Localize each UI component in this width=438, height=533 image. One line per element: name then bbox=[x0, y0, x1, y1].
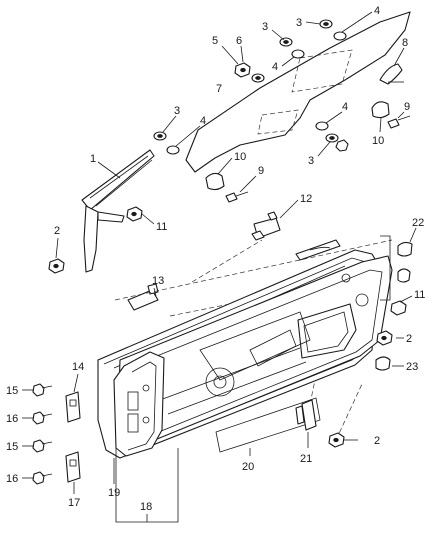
nut-2-right bbox=[376, 330, 404, 346]
callout-4-right: 4 bbox=[342, 101, 348, 113]
callout-14: 14 bbox=[72, 361, 84, 373]
glass-clip-left-upper bbox=[251, 73, 265, 83]
retainer-right bbox=[397, 268, 411, 283]
hinge-17 bbox=[65, 451, 81, 494]
callout-11-regulator: 11 bbox=[156, 221, 167, 233]
glass-clip-4-mid bbox=[281, 49, 305, 67]
callout-20: 20 bbox=[242, 461, 254, 473]
callout-9-left: 9 bbox=[258, 165, 264, 177]
bolt-16-lower bbox=[22, 471, 53, 485]
callout-10-right: 10 bbox=[372, 135, 384, 147]
glass-clip-3-lower-left bbox=[153, 115, 177, 141]
bolt-11-right bbox=[390, 295, 413, 316]
callout-16-lower: 16 bbox=[6, 473, 18, 485]
callout-22: 22 bbox=[412, 217, 424, 229]
bolt-15-lower bbox=[22, 439, 53, 453]
callout-1: 1 bbox=[90, 153, 96, 165]
bracket-12 bbox=[251, 199, 299, 241]
callout-13: 13 bbox=[152, 275, 164, 287]
callout-15-upper: 15 bbox=[6, 385, 18, 397]
bolt-15-upper bbox=[22, 383, 53, 397]
callout-8: 8 bbox=[402, 37, 408, 49]
latch-21 bbox=[295, 399, 317, 448]
grommet-23 bbox=[375, 356, 404, 371]
callout-10-left: 10 bbox=[234, 151, 246, 163]
callout-15-lower: 15 bbox=[6, 441, 18, 453]
callout-7: 7 bbox=[216, 83, 222, 95]
callout-4-mid: 4 bbox=[272, 61, 278, 73]
callout-23: 23 bbox=[406, 361, 418, 373]
regulator-nut-2 bbox=[48, 237, 65, 274]
glass-clip-4-right bbox=[315, 111, 343, 131]
hinge-14 bbox=[65, 373, 81, 423]
callout-17: 17 bbox=[68, 497, 80, 509]
glass-stop-10-right bbox=[371, 101, 390, 133]
callout-11-right: 11 bbox=[414, 289, 425, 301]
callout-2-right: 2 bbox=[406, 333, 412, 345]
callout-3-right: 3 bbox=[308, 155, 314, 167]
callout-21: 21 bbox=[300, 453, 312, 465]
clip-22 bbox=[397, 227, 417, 257]
callout-2-bottom: 2 bbox=[374, 435, 380, 447]
glass-nut-5-6 bbox=[221, 45, 251, 78]
door-glass bbox=[185, 11, 411, 173]
assembly-bracket-18 bbox=[115, 448, 179, 523]
callout-labels: 1 2 2 2 3 3 3 3 4 4 4 4 5 6 7 8 9 9 10 1… bbox=[6, 5, 425, 513]
door-inner-trim-plate-20 bbox=[215, 397, 321, 456]
glass-clip-3-top bbox=[305, 19, 333, 29]
callout-3-mid: 3 bbox=[262, 21, 268, 33]
door-hinge-pillar bbox=[113, 351, 165, 457]
bracket-8 bbox=[379, 47, 405, 85]
bracket-13 bbox=[127, 283, 159, 311]
callout-3-left: 3 bbox=[174, 105, 180, 117]
regulator-nut-11 bbox=[126, 206, 155, 225]
callout-6: 6 bbox=[236, 35, 242, 47]
glass-stop-10-left bbox=[205, 157, 233, 191]
callout-18: 18 bbox=[140, 501, 152, 513]
callout-2-regulator: 2 bbox=[54, 225, 60, 237]
bolt-9-right bbox=[387, 111, 411, 129]
bolt-16-upper bbox=[22, 411, 53, 425]
window-regulator bbox=[81, 149, 155, 273]
callout-12: 12 bbox=[300, 193, 312, 205]
callout-9-right: 9 bbox=[404, 101, 410, 113]
callout-5: 5 bbox=[212, 35, 218, 47]
glass-clip-4-lower-left bbox=[166, 125, 201, 155]
door-inner-panel bbox=[117, 239, 393, 447]
nut-2-bottom bbox=[328, 432, 358, 448]
callout-19: 19 bbox=[108, 487, 120, 499]
glass-clip-4-top bbox=[333, 11, 373, 41]
glass-clip-3-right bbox=[317, 133, 349, 157]
callout-4-left: 4 bbox=[200, 115, 206, 127]
bolt-9-left bbox=[225, 175, 257, 203]
callout-16-upper: 16 bbox=[6, 413, 18, 425]
callout-4-top: 4 bbox=[374, 5, 380, 17]
callout-3-top: 3 bbox=[296, 17, 302, 29]
glass-clip-3-mid bbox=[271, 29, 293, 47]
bracket-22-frame bbox=[380, 235, 391, 301]
